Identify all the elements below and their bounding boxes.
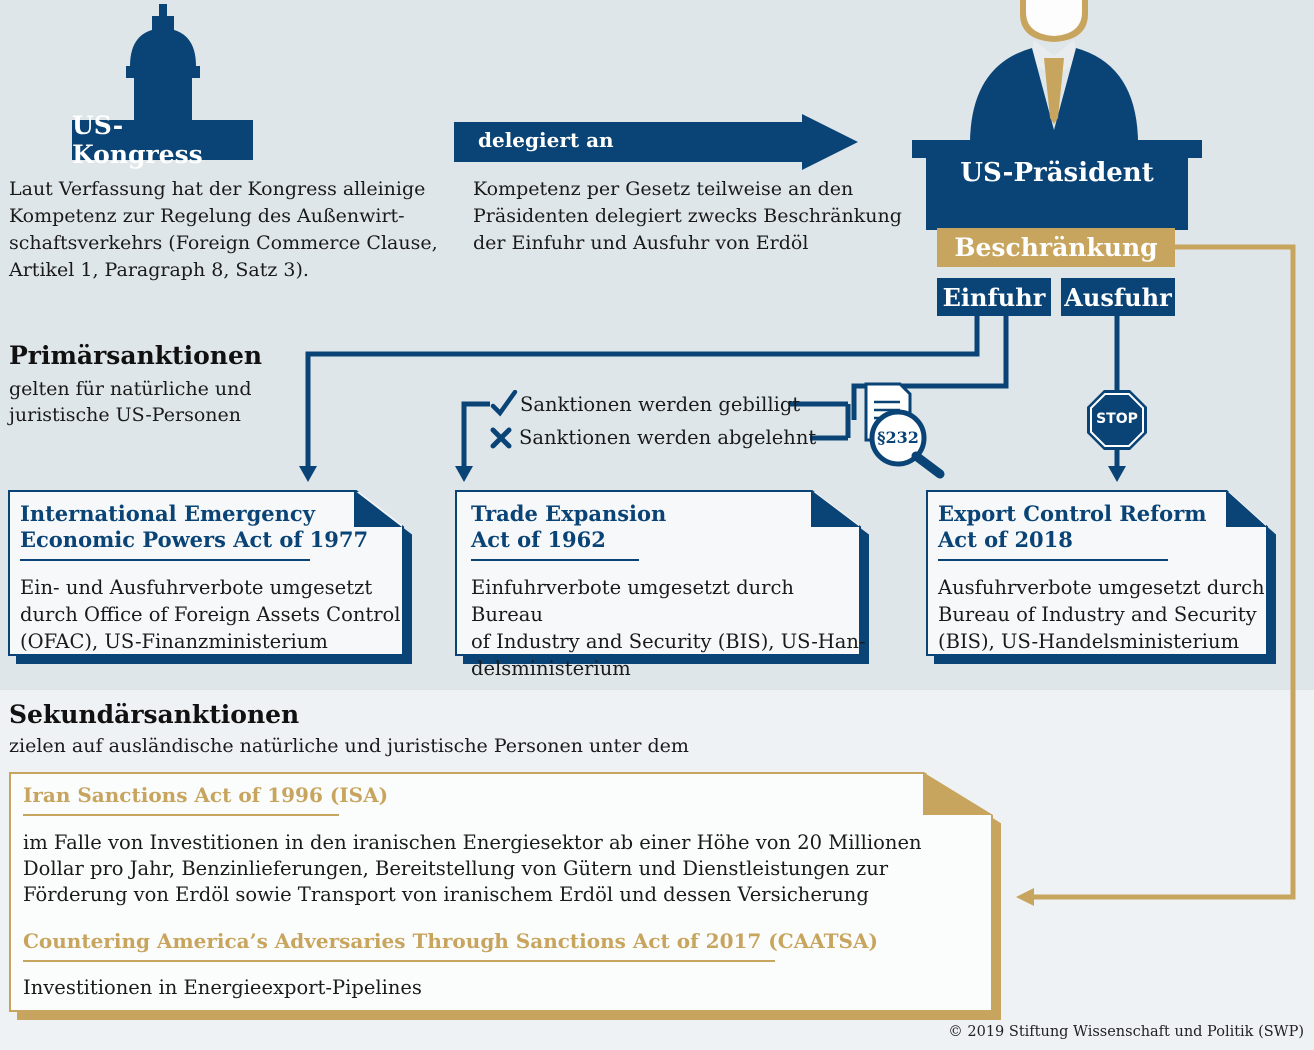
secondary-heading: Sekundärsanktionen — [9, 700, 300, 729]
caatsa-rule — [23, 960, 775, 962]
restriction-to-secondary-line — [1030, 244, 1296, 900]
delegation-arrow — [454, 114, 858, 170]
rejected-text: Sanktionen werden abgelehnt — [519, 426, 817, 449]
cross-icon — [490, 427, 512, 448]
president-label: US-Präsident — [960, 158, 1154, 188]
restriction-label: Beschränkung — [937, 228, 1175, 267]
primary-heading: Primärsanktionen — [9, 341, 263, 370]
trade-fold — [811, 490, 860, 527]
ieepa-arrowhead — [299, 466, 317, 482]
einfuhr-to-ieepa-line — [305, 316, 980, 470]
export-label: Ausfuhr — [1061, 278, 1175, 316]
rejected-legend: Sanktionen werden abgelehnt — [490, 426, 816, 449]
podium-icon — [912, 140, 1202, 230]
secondary-card: Iran Sanctions Act of 1996 (ISA) im Fall… — [9, 772, 1001, 1020]
stop-label: STOP — [1096, 411, 1138, 427]
copyright-credit: © 2019 Stiftung Wissenschaft und Politik… — [948, 1024, 1304, 1040]
to-trade-line — [461, 401, 490, 470]
secondary-fold — [923, 772, 993, 815]
trade-rule — [471, 559, 639, 561]
import-label: Einfuhr — [937, 278, 1051, 316]
approved-legend: Sanktionen werden gebilligt — [490, 390, 800, 418]
caatsa-body: Investitionen in Energieexport-Pipelines — [23, 976, 422, 999]
caatsa-title: Countering America’s Adversaries Through… — [23, 929, 878, 953]
capitol-icon — [126, 4, 200, 122]
approved-text: Sanktionen werden gebilligt — [520, 392, 801, 416]
ecra-fold — [1226, 490, 1267, 527]
ecra-arrowhead — [1108, 466, 1126, 482]
einfuhr-to-232-line — [851, 316, 1009, 420]
ieepa-rule — [20, 559, 310, 561]
document-review-icon — [864, 382, 945, 479]
primary-description: gelten für natürliche und juristische US… — [9, 378, 252, 426]
delegation-description: Kompetenz per Gesetz teilweise an den Pr… — [473, 178, 902, 254]
congress-label: US-Kongress — [72, 111, 253, 169]
isa-body: im Falle von Investitionen in den iranis… — [23, 831, 922, 906]
ecra-rule — [938, 559, 1168, 561]
president-figure-icon — [969, 0, 1139, 150]
checkmark-icon — [490, 390, 518, 417]
isa-rule — [23, 814, 339, 816]
secondary-description: zielen auf ausländische natürliche und j… — [9, 735, 689, 757]
secondary-arrowhead — [1016, 888, 1034, 906]
ieepa-fold — [354, 490, 402, 527]
stop-sign-icon — [1087, 390, 1147, 450]
trade-arrowhead — [455, 466, 473, 482]
delegation-label: delegiert an — [478, 128, 614, 152]
section-232-label: §232 — [877, 428, 919, 447]
congress-description: Laut Verfassung hat der Kongress alleini… — [9, 178, 438, 281]
isa-title: Iran Sanctions Act of 1996 (ISA) — [23, 783, 389, 807]
